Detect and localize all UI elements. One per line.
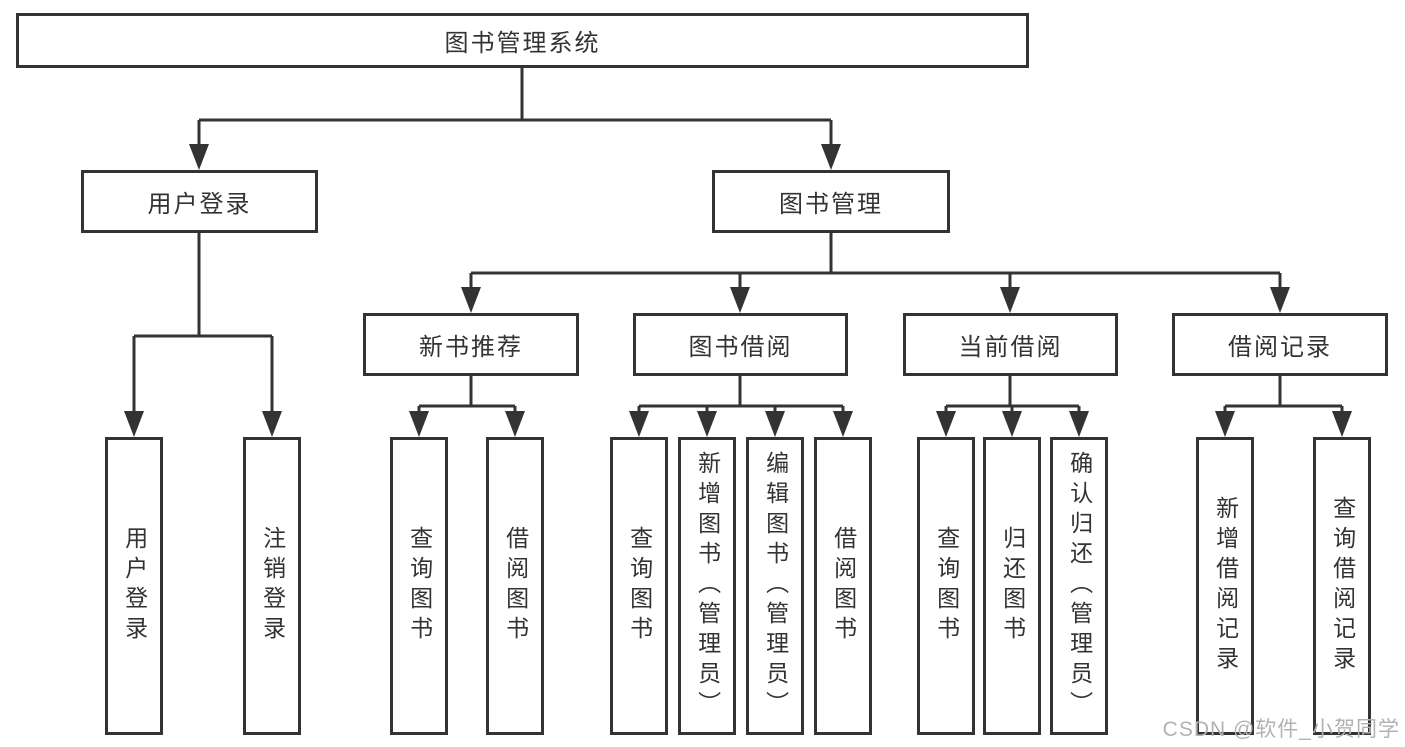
node-leaf-logout: 注销登录	[243, 437, 301, 735]
node-current-borrowing-label: 当前借阅	[958, 334, 1063, 361]
node-leaf-query-books-current-label: 查询图书	[933, 526, 960, 646]
node-leaf-query-books-recommend: 查询图书	[390, 437, 448, 735]
node-leaf-borrow-books-recommend-label: 借阅图书	[502, 526, 529, 646]
node-leaf-query-books-recommend-label: 查询图书	[406, 526, 433, 646]
node-leaf-query-books-borrowing-label: 查询图书	[626, 526, 653, 646]
node-root-label: 图书管理系统	[444, 30, 601, 57]
node-leaf-logout-label: 注销登录	[259, 526, 286, 646]
node-leaf-edit-books-admin-label: 编辑图书（管理员）	[762, 451, 789, 721]
node-leaf-query-books-current: 查询图书	[917, 437, 975, 735]
node-borrowing-records-label: 借阅记录	[1228, 334, 1332, 361]
node-leaf-confirm-return-admin: 确认归还（管理员）	[1050, 437, 1108, 735]
node-user-login: 用户登录	[81, 170, 318, 233]
node-leaf-confirm-return-admin-label: 确认归还（管理员）	[1066, 451, 1093, 721]
node-book-management-label: 图书管理	[779, 191, 883, 218]
node-leaf-query-books-borrowing: 查询图书	[610, 437, 668, 735]
node-leaf-return-books: 归还图书	[983, 437, 1041, 735]
node-borrowing-records: 借阅记录	[1172, 313, 1388, 376]
node-leaf-edit-books-admin: 编辑图书（管理员）	[746, 437, 804, 735]
node-leaf-return-books-label: 归还图书	[999, 526, 1026, 646]
node-leaf-add-books-admin: 新增图书（管理员）	[678, 437, 736, 735]
node-leaf-borrow-books-borrowing: 借阅图书	[814, 437, 872, 735]
node-book-management: 图书管理	[712, 170, 950, 233]
node-leaf-borrow-books-borrowing-label: 借阅图书	[830, 526, 857, 646]
node-user-login-label: 用户登录	[147, 191, 252, 218]
node-leaf-borrow-books-recommend: 借阅图书	[486, 437, 544, 735]
node-leaf-user-login-label: 用户登录	[121, 526, 148, 646]
node-new-book-recommend: 新书推荐	[363, 313, 579, 376]
node-book-borrowing-label: 图书借阅	[688, 334, 793, 361]
arrowhead-icons	[124, 144, 1352, 437]
node-leaf-add-borrow-record: 新增借阅记录	[1196, 437, 1254, 735]
node-leaf-query-borrow-record-label: 查询借阅记录	[1329, 496, 1356, 676]
node-book-borrowing: 图书借阅	[633, 313, 848, 376]
node-leaf-query-borrow-record: 查询借阅记录	[1313, 437, 1371, 735]
node-leaf-user-login: 用户登录	[105, 437, 163, 735]
node-leaf-add-books-admin-label: 新增图书（管理员）	[694, 451, 721, 721]
node-leaf-add-borrow-record-label: 新增借阅记录	[1212, 496, 1239, 676]
node-current-borrowing: 当前借阅	[903, 313, 1118, 376]
csdn-watermark: CSDN @软件_小贺同学	[1162, 718, 1400, 741]
node-root: 图书管理系统	[16, 13, 1029, 68]
node-new-book-recommend-label: 新书推荐	[419, 334, 523, 361]
